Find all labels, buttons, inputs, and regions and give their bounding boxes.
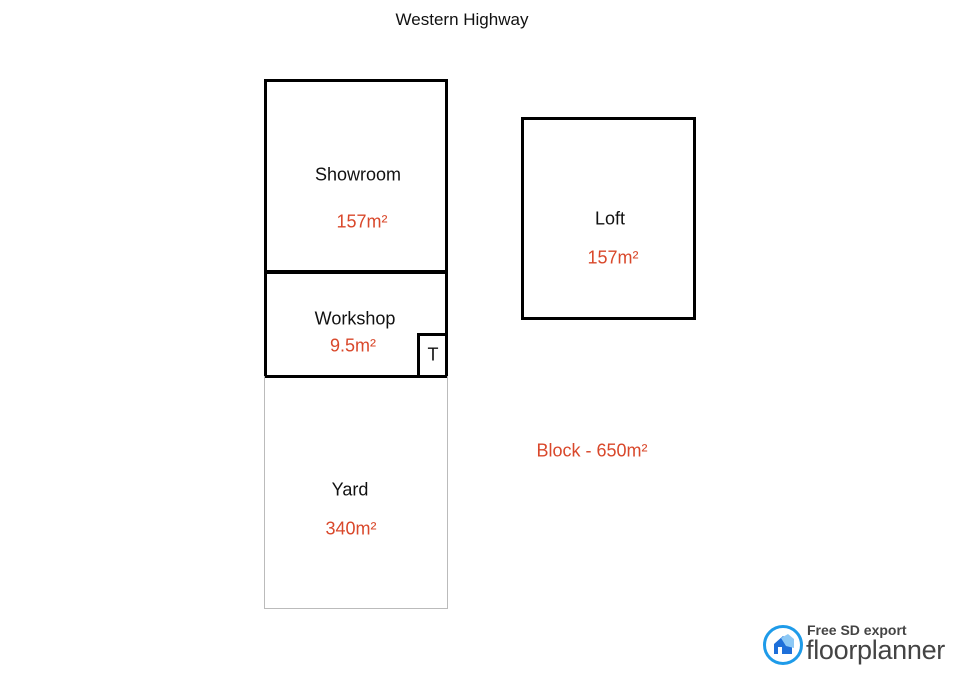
workshop-label: Workshop (314, 308, 396, 329)
room-workshop (264, 270, 448, 378)
toilet-label: T (427, 344, 439, 365)
showroom-label: Showroom (314, 164, 402, 185)
floorplanner-watermark: Free SD export floorplanner (762, 622, 952, 670)
loft-area: 157m² (587, 247, 639, 268)
room-toilet (417, 333, 448, 378)
yard-area: 340m² (325, 518, 377, 539)
street-label: Western Highway (395, 10, 529, 29)
floorplanner-logo-icon (763, 625, 803, 665)
watermark-brand: floorplanner (806, 635, 945, 665)
showroom-area: 157m² (336, 211, 388, 232)
workshop-area: 9.5m² (329, 335, 377, 356)
loft-label: Loft (594, 208, 626, 229)
room-loft (521, 117, 696, 320)
room-yard (264, 376, 448, 609)
watermark-tagline: Free SD export (807, 622, 907, 638)
block-area: Block - 650m² (536, 440, 648, 461)
yard-label: Yard (331, 479, 369, 500)
